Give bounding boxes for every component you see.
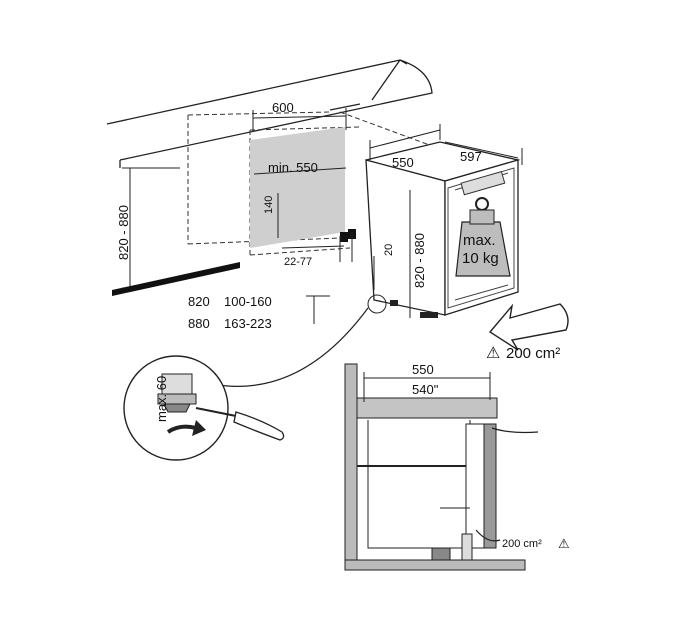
- foot-max-label: max. 60: [154, 376, 169, 422]
- vent-area-section: 200 cm²: [502, 538, 542, 550]
- rotate-arrow-icon: [166, 424, 197, 434]
- dim-appliance-height: 820 - 880: [412, 233, 427, 288]
- dim-gap: 22-77: [284, 256, 312, 268]
- screwdriver-icon: [195, 407, 285, 441]
- dim-niche-height: 820 - 880: [116, 205, 131, 260]
- appliance-feet: [390, 300, 438, 318]
- dim-600: [252, 108, 347, 132]
- dim-597-appliance: [444, 141, 523, 165]
- plinth-820-label: 820: [188, 294, 210, 309]
- dim-22-77: [281, 232, 353, 262]
- dim-recess-140: 140: [263, 196, 275, 214]
- section-depth: 550: [412, 362, 434, 377]
- rotate-arrowhead-icon: [192, 420, 206, 436]
- weight-icon: [455, 197, 511, 277]
- dim-20: 20: [383, 244, 395, 256]
- load-label-line1: max.: [463, 232, 496, 249]
- foot-detail: [123, 355, 229, 461]
- plinth-820-range: 100-160: [224, 294, 272, 309]
- dim-niche-depth: min. 550: [268, 160, 318, 175]
- dim-550-appliance: [369, 124, 441, 160]
- plinth-strip: [112, 262, 240, 296]
- control-panel: [460, 170, 506, 196]
- worktop: [106, 59, 433, 168]
- dim-niche-width: 600: [272, 100, 294, 115]
- niche-back-wall: [250, 127, 345, 248]
- section-depth-inner: 540": [412, 382, 439, 397]
- foot-callout-marker: [367, 294, 387, 314]
- dim-min550-line: [253, 167, 347, 175]
- section-view: [344, 363, 539, 571]
- plinth-880-label: 880: [188, 316, 210, 331]
- dim-plinth-lines: [306, 295, 330, 324]
- callout-connector: [211, 307, 369, 387]
- airflow-arrow-icon: [488, 303, 569, 351]
- vent-warning-icon-section: ⚠: [558, 536, 570, 551]
- load-label-line2: 10 kg: [462, 250, 499, 267]
- dim-appliance-width: 597: [460, 149, 482, 164]
- plinth-880-range: 163-223: [224, 316, 272, 331]
- dim-appliance-depth: 550: [392, 155, 414, 170]
- vent-area-main: 200 cm²: [506, 345, 560, 362]
- vent-warning-icon: ⚠: [486, 345, 500, 362]
